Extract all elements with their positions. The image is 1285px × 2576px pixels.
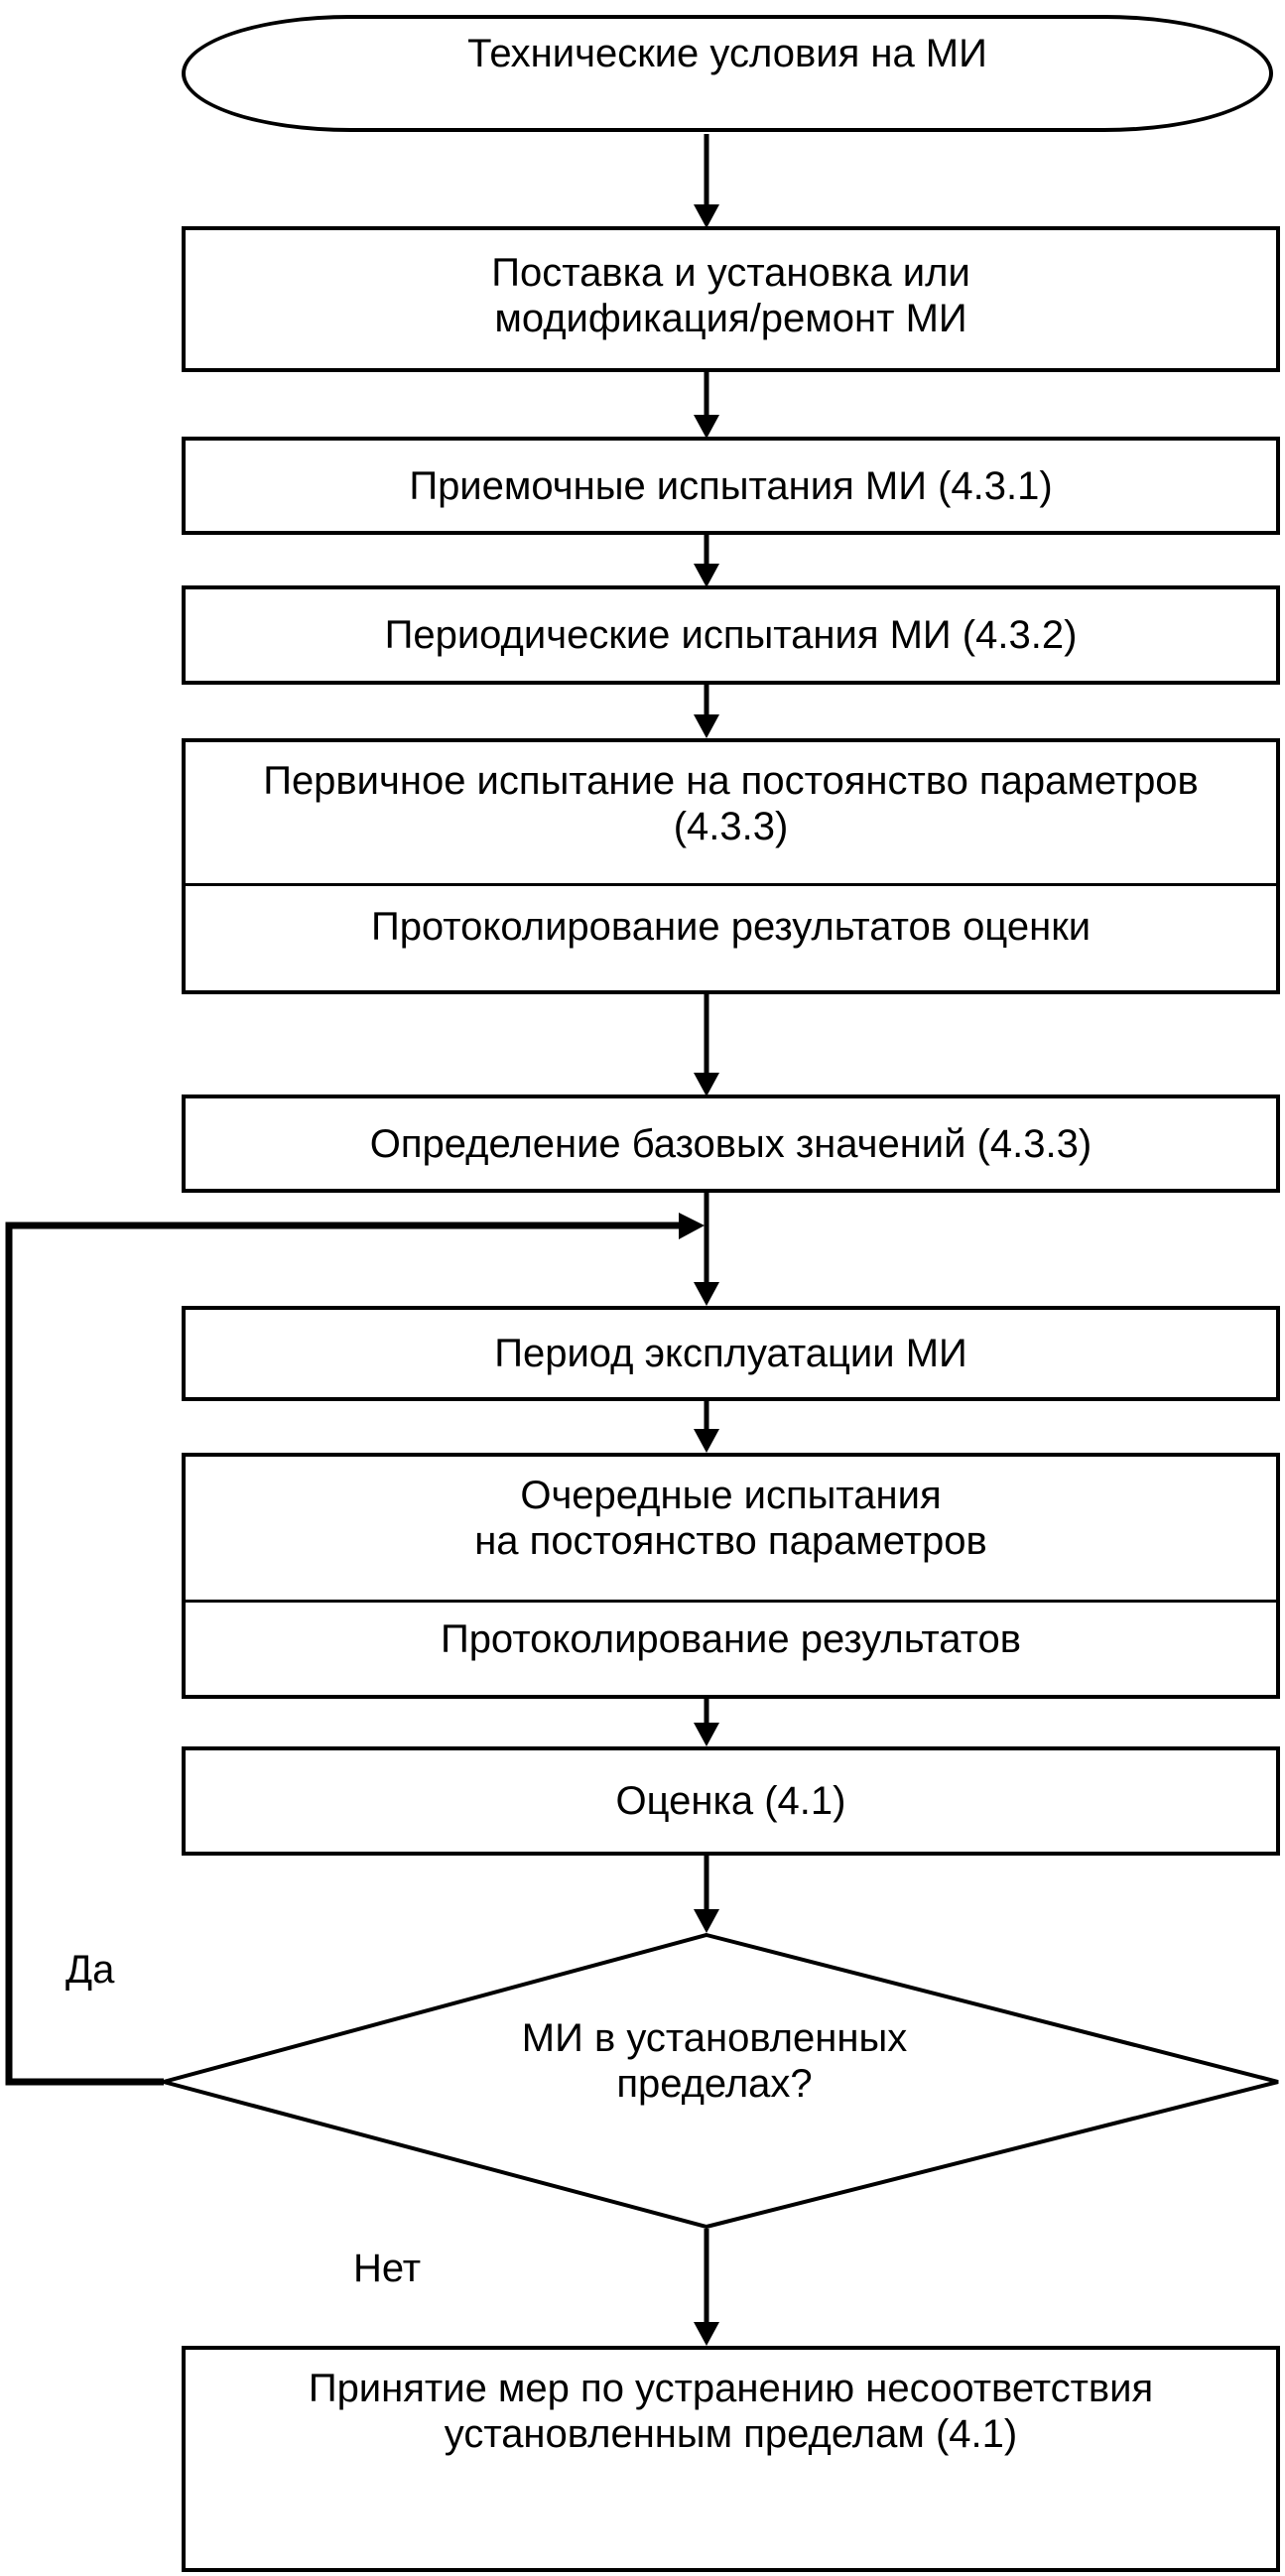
edge-label-yes: Да bbox=[65, 1948, 115, 1992]
node-supply-line2: модификация/ремонт МИ bbox=[494, 297, 967, 340]
node-corrective-actions: Принятие мер по устранению несоответстви… bbox=[182, 2346, 1280, 2572]
node-decision-text: МИ в установленных пределах? bbox=[407, 2015, 1022, 2107]
decision-diamond bbox=[156, 1932, 1279, 2230]
arrowhead-regular bbox=[694, 1429, 719, 1453]
arrowhead-baseline bbox=[694, 1073, 719, 1096]
node-regular-line2: на постоянство параметров bbox=[474, 1519, 987, 1563]
arrowhead-acceptance bbox=[694, 415, 719, 439]
node-initial-record: Протоколирование результатов оценки bbox=[186, 886, 1276, 990]
node-evaluation: Оценка (4.1) bbox=[182, 1746, 1280, 1856]
node-technical-conditions-label: Технические условия на МИ bbox=[467, 32, 987, 75]
node-initial-line2: (4.3.3) bbox=[673, 805, 789, 848]
node-initial-record-label: Протоколирование результатов оценки bbox=[370, 905, 1092, 949]
node-initial-constancy-main: Первичное испытание на постоянство парам… bbox=[186, 742, 1276, 886]
node-baseline-label: Определение базовых значений (4.3.3) bbox=[369, 1121, 1092, 1166]
node-regular-record: Протоколирование результатов bbox=[186, 1603, 1276, 1695]
arrowhead-corrective bbox=[694, 2322, 719, 2346]
node-periodic-tests: Периодические испытания МИ (4.3.2) bbox=[182, 585, 1280, 685]
node-regular-main: Очередные испытания на постоянство парам… bbox=[186, 1457, 1276, 1603]
arrowhead-operation bbox=[694, 1282, 719, 1306]
node-initial-constancy-test: Первичное испытание на постоянство парам… bbox=[182, 738, 1280, 994]
node-regular-line1: Очередные испытания bbox=[520, 1474, 942, 1517]
node-acceptance-label: Приемочные испытания МИ (4.3.1) bbox=[409, 463, 1053, 508]
node-decision-line1: МИ в установленных bbox=[521, 2016, 908, 2060]
node-technical-conditions: Технические условия на МИ bbox=[182, 15, 1273, 132]
node-baseline-values: Определение базовых значений (4.3.3) bbox=[182, 1095, 1280, 1193]
node-periodic-label: Периодические испытания МИ (4.3.2) bbox=[384, 613, 1078, 657]
arrowhead-initial bbox=[694, 714, 719, 738]
arrowhead-evaluation bbox=[694, 1723, 719, 1746]
node-acceptance-tests: Приемочные испытания МИ (4.3.1) bbox=[182, 437, 1280, 535]
edge-label-no: Нет bbox=[353, 2247, 422, 2290]
arrowhead-decision bbox=[694, 1909, 719, 1933]
node-evaluation-label: Оценка (4.1) bbox=[615, 1779, 846, 1823]
arrowhead-feedback bbox=[679, 1213, 705, 1239]
node-operation-period: Период эксплуатации МИ bbox=[182, 1306, 1280, 1401]
node-decision-line2: пределах? bbox=[616, 2062, 813, 2106]
node-initial-line1: Первичное испытание на постоянство парам… bbox=[263, 759, 1199, 803]
node-corrective-line2: установленным пределам (4.1) bbox=[444, 2412, 1018, 2456]
node-supply-line1: Поставка и установка или bbox=[491, 251, 970, 295]
arrowhead-periodic bbox=[694, 564, 719, 587]
arrowhead-supply bbox=[694, 204, 719, 228]
node-supply-install: Поставка и установка или модификация/рем… bbox=[182, 226, 1280, 372]
node-regular-record-label: Протоколирование результатов bbox=[440, 1617, 1022, 1661]
node-regular-constancy-test: Очередные испытания на постоянство парам… bbox=[182, 1453, 1280, 1699]
node-corrective-line1: Принятие мер по устранению несоответстви… bbox=[308, 2367, 1154, 2410]
edge-feedback-yes bbox=[5, 1222, 679, 2086]
node-operation-label: Период эксплуатации МИ bbox=[494, 1332, 967, 1375]
